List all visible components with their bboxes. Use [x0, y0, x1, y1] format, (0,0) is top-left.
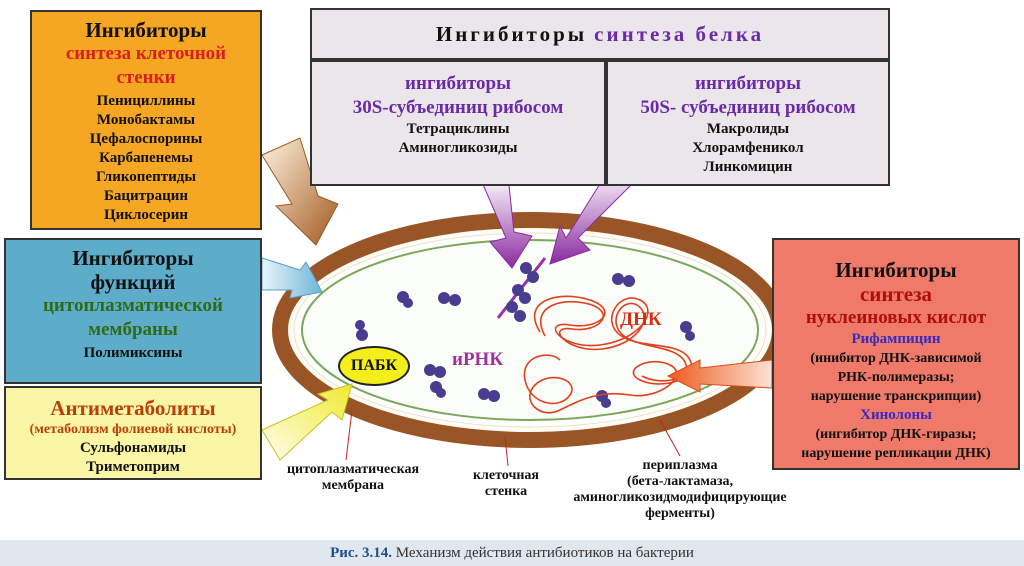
ribosome — [478, 388, 500, 402]
membrane-title-line3: цитоплазматической — [42, 295, 223, 316]
pabk-oval: ПАБК — [338, 346, 410, 386]
figure-number: Рис. 3.14. — [330, 545, 393, 561]
antimetabolites-box: Антиметаболиты (метаболизм фолиевой кисл… — [4, 386, 262, 480]
ribosome — [596, 390, 611, 408]
wall-label-line2: стенка — [484, 484, 528, 499]
rifampicin-note-2: РНК-полимеразы; — [837, 370, 955, 385]
drug-chloramphenicol: Хлорамфеникол — [692, 140, 804, 156]
nucleic-title-line2: синтеза — [859, 282, 933, 306]
dna-coil — [523, 295, 693, 414]
ribosome — [438, 292, 461, 306]
ribosome — [424, 364, 446, 378]
membrane-title-line4: мембраны — [88, 319, 178, 340]
cell-wall-inhibitors-box: Ингибиторы синтеза клеточной стенки Пени… — [30, 10, 262, 230]
drug-polymyxins: Полимиксины — [83, 345, 183, 361]
drug-monobactams: Монобактамы — [96, 112, 196, 128]
rifampicin-note-1: (инибитор ДНК-зависимой — [810, 351, 982, 366]
drug-cephalosporins: Цефалоспорины — [89, 131, 203, 147]
rifampicin-note-3: нарушение транскрипции) — [810, 389, 982, 404]
cell-wall-title: Ингибиторы — [85, 18, 207, 42]
antimetabolites-subtitle: (метаболизм фолиевой кислоты) — [29, 422, 237, 437]
ribosome — [397, 291, 413, 308]
drug-lincomycin: Линкомицин — [703, 159, 793, 175]
cell-wall-subtitle: синтеза клеточной стенки — [65, 43, 227, 88]
wall-label-line1: клеточная — [472, 468, 539, 483]
membrane-label: цитоплазматическая мембрана — [268, 462, 438, 494]
ribosome — [612, 273, 635, 287]
quinolones-note-1: (ингибитор ДНК-гиразы; — [815, 427, 977, 442]
drug-trimethoprim: Триметоприм — [86, 459, 180, 475]
drug-sulfonamides: Сульфонамиды — [79, 440, 187, 456]
ribosome — [512, 284, 531, 304]
pabk-label: ПАБК — [350, 357, 398, 374]
protein-synthesis-box: Ингибиторы синтеза белка — [310, 8, 890, 60]
drug-cycloserine: Циклосерин — [104, 207, 188, 223]
protein-title-purple: синтеза белка — [594, 22, 765, 46]
wall-label: клеточная стенка — [456, 468, 556, 500]
protein-title-black: Ингибиторы — [435, 22, 588, 46]
nucleic-title-line1: Ингибиторы — [835, 258, 957, 282]
ribosome — [430, 381, 446, 398]
antimetabolites-title: Антиметаболиты — [50, 396, 216, 420]
arrow-50s — [549, 167, 637, 265]
membrane-label-line2: мембрана — [321, 478, 385, 493]
quinolones-note-2: нарушение репликации ДНК) — [801, 446, 991, 461]
drug-carbapenems: Карбапенемы — [99, 150, 193, 166]
drug-quinolones: Хинолоны — [860, 407, 932, 423]
membrane-inhibitors-box: Ингибиторы функций цитоплазматической ме… — [4, 238, 262, 384]
ribo50-title-line2: 50S- субъединиц рибосом — [640, 97, 856, 118]
dna-label: ДНК — [620, 309, 662, 330]
membrane-label-line1: цитоплазматическая — [286, 462, 420, 477]
label-pointer-lines — [345, 409, 681, 467]
membrane-title-line1: Ингибиторы — [72, 246, 194, 270]
cell-wall-drug-list: Пенициллины Монобактамы Цефалоспорины Ка… — [32, 92, 260, 225]
periplasm-label-line3: аминогликозидмодифицирующие — [573, 490, 787, 505]
drug-macrolides: Макролиды — [706, 121, 790, 137]
ribosome — [520, 262, 539, 283]
ribo30-title-line2: 30S-субъединиц рибосом — [352, 97, 564, 118]
ribosome-50s-box: ингибиторы 50S- субъединиц рибосом Макро… — [606, 60, 890, 186]
drug-tetracyclines: Тетрациклины — [406, 121, 510, 137]
ribo30-title-line1: ингибиторы — [405, 73, 511, 94]
ribosome — [355, 320, 368, 341]
nucleic-title-line3: нуклеиновых кислот — [805, 307, 987, 328]
periplasm-label: периплазма (бета-лактамаза, аминогликози… — [560, 458, 800, 522]
nucleic-acid-inhibitors-box: Ингибиторы синтеза нуклеиновых кислот Ри… — [772, 238, 1020, 470]
arrow-membrane — [261, 257, 323, 299]
periplasm-label-line2: (бета-лактамаза, — [627, 474, 733, 489]
arrow-antimetabolite — [261, 383, 353, 461]
drug-penicillins: Пенициллины — [96, 93, 196, 109]
arrow-nucleic — [666, 359, 773, 393]
figure-caption-text: Механизм действия антибиотиков на бактер… — [395, 545, 694, 561]
periplasm-label-line4: ферменты) — [645, 506, 715, 521]
membrane-title-line2: функций — [90, 270, 176, 294]
drug-aminoglycosides: Аминогликозиды — [398, 140, 518, 156]
cell-diagram — [261, 137, 788, 467]
ribosome — [506, 301, 526, 322]
arrow-cell-wall — [261, 137, 339, 246]
drug-rifampicin: Рифампицин — [851, 331, 941, 347]
periplasm-label-line1: периплазма — [642, 458, 718, 473]
mrna-label: иРНК — [452, 349, 504, 370]
ribo50-title-line1: ингибиторы — [695, 73, 801, 94]
figure-caption: Рис. 3.14. Механизм действия антибиотико… — [0, 540, 1024, 566]
drug-glycopeptides: Гликопептиды — [95, 169, 197, 185]
drug-bacitracin: Бацитрацин — [103, 188, 189, 204]
ribosome-30s-box: ингибиторы 30S-субъединиц рибосом Тетрац… — [310, 60, 606, 186]
ribosome — [680, 321, 695, 341]
